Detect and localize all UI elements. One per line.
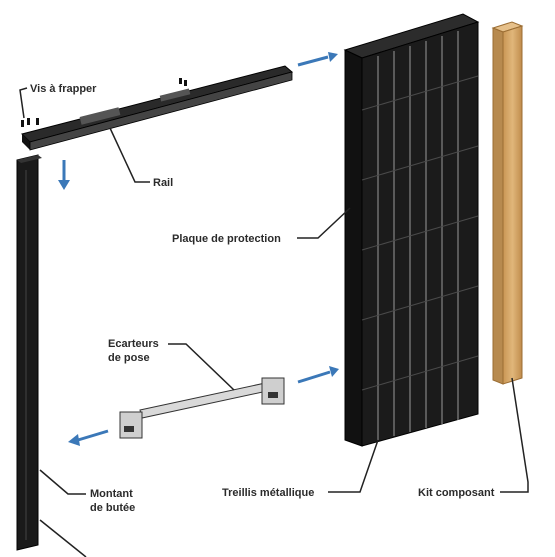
label-plaque-de-protection: Plaque de protection	[172, 233, 281, 245]
label-ecarteurs-line2: de pose	[108, 352, 150, 364]
label-kit-composant: Kit composant	[418, 487, 495, 499]
kit-composant	[491, 21, 524, 385]
arrow-left-icon	[68, 429, 109, 446]
leader-lines	[19, 87, 529, 557]
label-montant-line1: Montant	[90, 488, 133, 500]
label-treillis-metallique: Treillis métallique	[222, 487, 315, 499]
arrow-right-icon	[297, 366, 339, 384]
screws	[21, 78, 187, 127]
label-vis-a-frapper: Vis à frapper	[30, 83, 97, 95]
arrow-down-icon	[58, 160, 70, 190]
montant-de-butee	[16, 154, 42, 551]
arrow-right-icon	[297, 52, 338, 67]
treillis-metallique	[343, 13, 480, 447]
ecarteurs-de-pose	[119, 377, 285, 439]
label-rail: Rail	[153, 177, 174, 189]
label-montant-de-butee: Montant de butée	[90, 487, 135, 515]
label-montant-line2: de butée	[90, 502, 136, 514]
label-ecarteurs-line1: Ecarteurs	[108, 338, 159, 350]
label-ecarteurs-de-pose: Ecarteurs de pose	[108, 337, 159, 365]
rail	[21, 65, 294, 151]
